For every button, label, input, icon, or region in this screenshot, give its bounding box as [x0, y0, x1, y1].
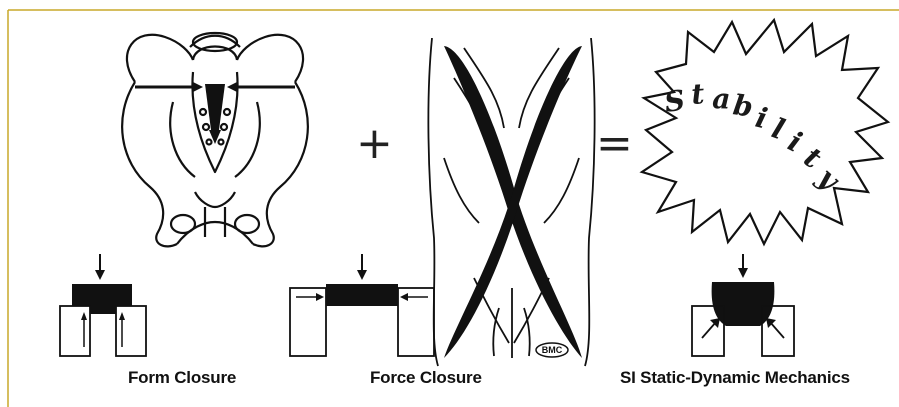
plus-operator: +: [356, 118, 393, 169]
stability-starburst-icon: S t a b i l i t y: [636, 12, 891, 247]
crossed-muscles-back-icon: BMC: [424, 38, 599, 368]
si-block-icon: [688, 252, 798, 367]
stability-word: S t a b i l i t y: [662, 77, 846, 197]
stability-letter: y: [811, 160, 847, 197]
force-closure-block-icon: [288, 252, 438, 367]
logo-text: BMC: [542, 345, 563, 355]
stability-letter: l: [768, 112, 789, 147]
stability-letter: i: [752, 101, 770, 136]
stability-letter: t: [798, 140, 827, 175]
stability-letter: a: [712, 82, 731, 116]
stability-letter: t: [690, 77, 705, 111]
caption-form-closure: Form Closure: [128, 368, 236, 388]
caption-force-closure: Force Closure: [370, 368, 482, 388]
equals-operator: =: [596, 118, 633, 169]
stability-letter: S: [662, 83, 687, 118]
form-closure-block-icon: [58, 252, 148, 367]
stability-letter: i: [783, 125, 807, 159]
pelvis-illustration-icon: [95, 12, 335, 262]
stability-letter: b: [731, 88, 755, 123]
caption-si-mechanics: SI Static-Dynamic Mechanics: [620, 368, 850, 388]
